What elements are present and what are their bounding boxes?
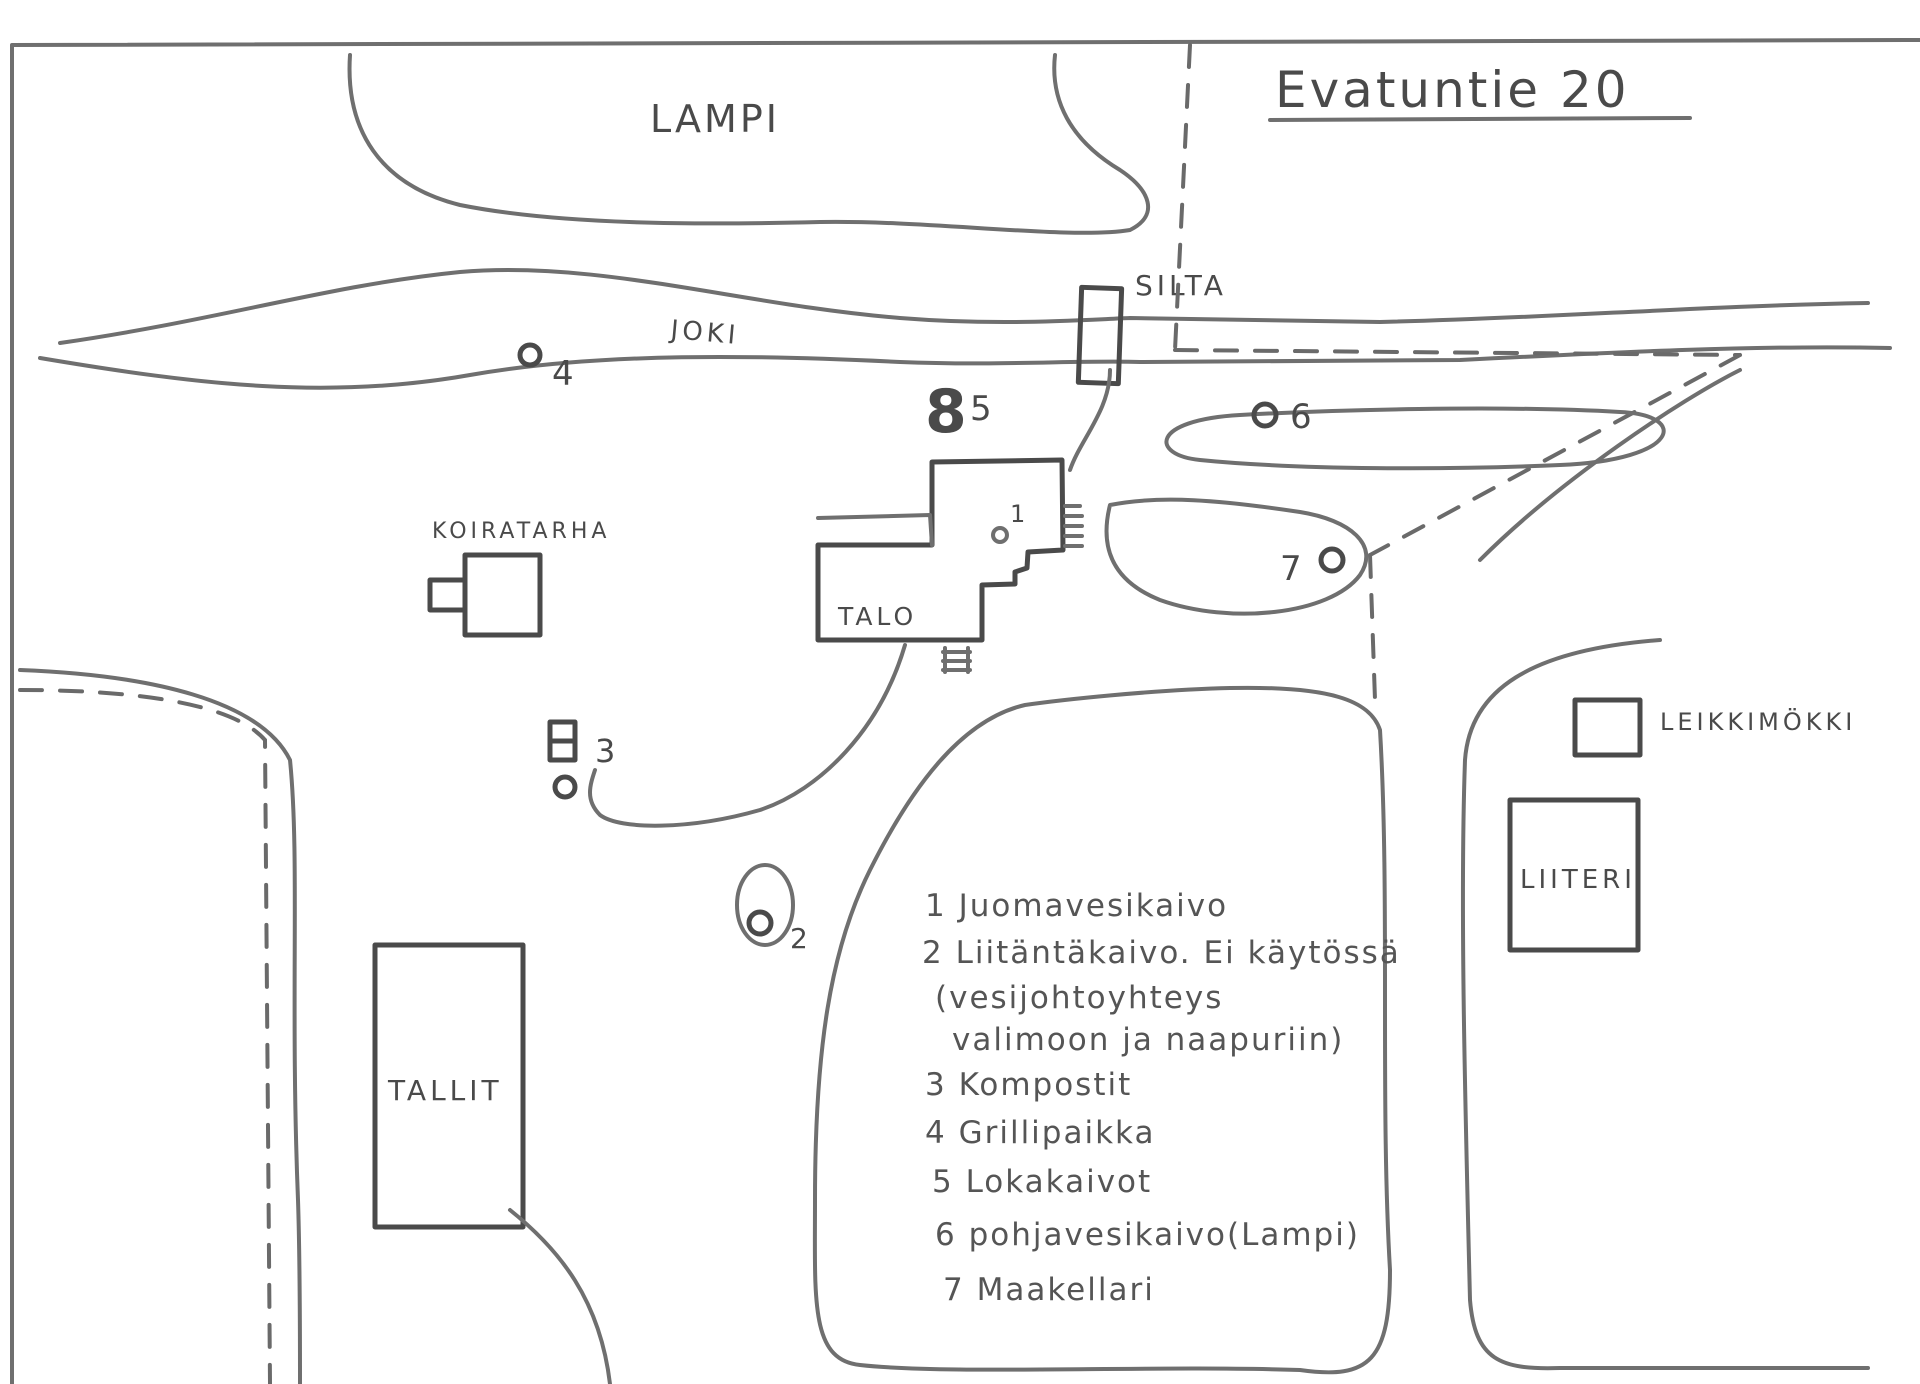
river-bank-north	[58, 268, 1870, 345]
legend-item-2-note-b: valimoon ja naapuriin)	[952, 1022, 1344, 1058]
dog-run	[462, 552, 543, 638]
marker-6-symbol	[1251, 401, 1279, 429]
playhouse-label: LEIKKIMÖKKI	[1660, 707, 1856, 736]
pond-outline	[347, 53, 1151, 235]
boundary-line-west	[18, 688, 272, 1384]
legend-item-4: 4 Grillipaikka	[925, 1115, 1155, 1151]
house-steps-south	[941, 646, 972, 674]
legend-item-2: 2 Liitäntäkaivo. Ei käytössä	[922, 935, 1401, 971]
marker-2-symbol	[746, 909, 774, 937]
marker-1-symbol	[991, 526, 1009, 544]
legend-item-2-note-a: (vesijohtoyhteys	[935, 980, 1223, 1016]
field-center	[812, 685, 1392, 1375]
marker-1-label: 1	[1010, 500, 1029, 528]
path-house-to-compost	[588, 643, 907, 828]
road-island-west	[1164, 406, 1666, 471]
stables-label: TALLIT	[387, 1074, 503, 1107]
marker-8-label: 8	[925, 377, 970, 447]
dog-run-kennel	[427, 577, 468, 613]
legend-item-3: 3 Kompostit	[925, 1067, 1132, 1103]
woodshed-label: LIITERI	[1520, 865, 1636, 895]
road-east-branch	[1478, 368, 1742, 562]
stables	[372, 942, 526, 1230]
compost-well	[552, 774, 578, 800]
bridge	[1075, 284, 1125, 387]
woodshed	[1507, 797, 1641, 953]
marker-7-label: 7	[1280, 549, 1305, 589]
marker-4-symbol	[517, 342, 543, 368]
river-label: JOKI	[667, 315, 740, 351]
marker-7-symbol	[1318, 546, 1346, 574]
bridge-label: SILTA	[1135, 269, 1227, 302]
road-north-lane	[1068, 368, 1112, 472]
legend-item-7: 7 Maakellari	[943, 1272, 1155, 1308]
marker-2-label: 2	[790, 922, 812, 955]
marker-3-label: 3	[595, 732, 618, 770]
title-underline	[1268, 116, 1692, 122]
road-left-curve	[18, 668, 302, 1384]
house-label: TALO	[837, 602, 917, 631]
pond-label: LAMPI	[650, 97, 780, 141]
marker-2-area	[735, 863, 795, 947]
paper-border	[10, 38, 1920, 1384]
marker-4-label: 4	[552, 354, 577, 394]
stables-yard	[508, 1208, 612, 1384]
legend-item-1: 1 Juomavesikaivo	[925, 888, 1228, 924]
house-steps-east	[1063, 504, 1084, 548]
legend-item-5: 5 Lokakaivot	[932, 1164, 1152, 1200]
legend-item-6: 6 pohjavesikaivo(Lampi)	[935, 1217, 1360, 1253]
field-east	[1460, 638, 1870, 1371]
map-title: Evatuntie 20	[1275, 61, 1630, 119]
house-outline	[815, 457, 1066, 643]
boundary-line-north	[1173, 43, 1192, 352]
marker-5-label: 5	[970, 389, 995, 429]
driveway-dashed	[1173, 348, 1742, 702]
legend: 1 Juomavesikaivo 2 Liitäntäkaivo. Ei käy…	[922, 888, 1401, 1308]
road-island-east	[1104, 497, 1369, 616]
house-porch	[816, 513, 934, 547]
playhouse	[1572, 697, 1643, 758]
marker-6-label: 6	[1290, 397, 1315, 437]
dog-run-label: KOIRATARHA	[432, 519, 610, 544]
